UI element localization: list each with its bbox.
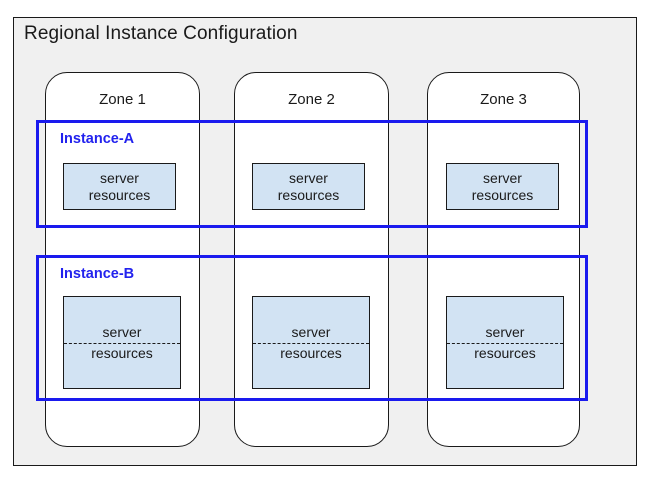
instance-label-b: Instance-B: [60, 266, 135, 282]
resource-line-2: resources: [91, 344, 153, 361]
resource-divider-dashed: [64, 342, 180, 344]
resource-divider-dashed: [253, 342, 369, 344]
resource-line-2: resources: [277, 186, 340, 203]
resource-line-2: resources: [280, 344, 342, 361]
resource-line-1: server: [100, 170, 139, 187]
resource-box-b-zone3[interactable]: server resources: [446, 296, 564, 389]
resource-line-2: resources: [471, 186, 534, 203]
resource-line-1: server: [485, 324, 525, 341]
zone-label-3: Zone 3: [480, 91, 527, 108]
resource-line-2: resources: [88, 186, 151, 203]
zone-label-2: Zone 2: [288, 91, 335, 108]
resource-line-1: server: [289, 170, 328, 187]
instance-band-b[interactable]: Instance-B: [36, 255, 588, 401]
resource-divider-dashed: [447, 342, 563, 344]
resource-box-a-zone2[interactable]: server resources: [252, 163, 365, 210]
instance-band-a[interactable]: Instance-A: [36, 120, 588, 228]
resource-box-b-zone2[interactable]: server resources: [252, 296, 370, 389]
resource-line-2: resources: [474, 344, 536, 361]
resource-box-a-zone1[interactable]: server resources: [63, 163, 176, 210]
resource-line-1: server: [483, 170, 522, 187]
instance-label-a: Instance-A: [60, 131, 135, 147]
resource-line-1: server: [102, 324, 142, 341]
zone-label-1: Zone 1: [99, 91, 146, 108]
resource-box-a-zone3[interactable]: server resources: [446, 163, 559, 210]
diagram-title: Regional Instance Configuration: [24, 23, 298, 44]
resource-box-b-zone1[interactable]: server resources: [63, 296, 181, 389]
resource-line-1: server: [291, 324, 331, 341]
